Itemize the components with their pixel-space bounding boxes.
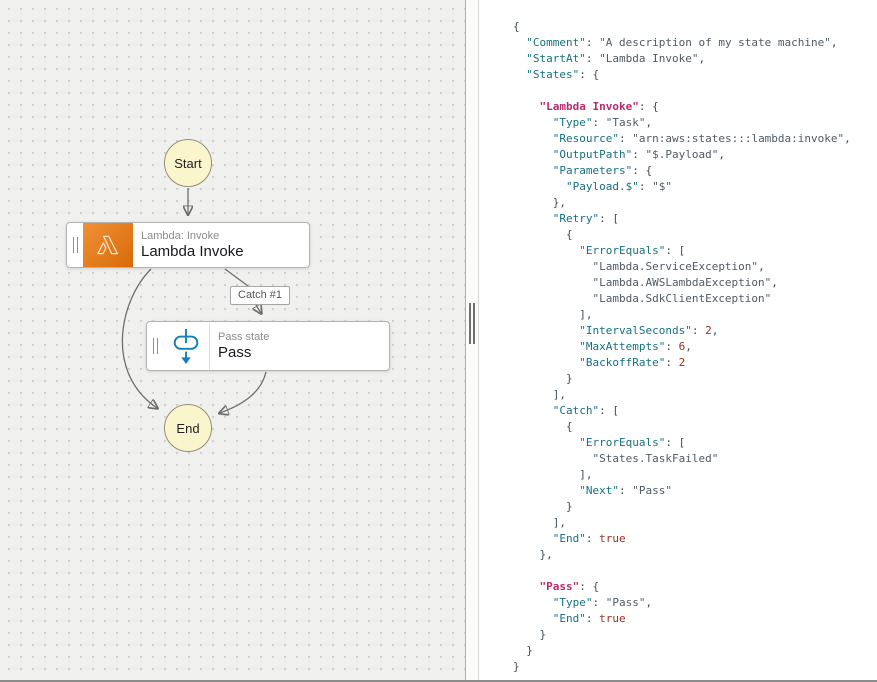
workflow-canvas[interactable]: Start Lambda: Invoke Lambda Invoke Catch… [0,0,466,680]
grip-icon [72,237,78,253]
lambda-node-type-label: Lambda: Invoke [141,230,220,242]
lambda-service-icon [83,223,133,267]
edge-catch-label-to-pass [256,305,261,313]
end-node: End [164,404,212,452]
panel-gutter [466,0,479,680]
end-node-label: End [176,420,200,436]
node-drag-handle[interactable] [67,223,83,267]
catch-edge-label: Catch #1 [230,286,291,305]
start-node: Start [164,139,212,187]
edge-pass-to-end [220,371,267,413]
grip-icon [152,338,158,354]
catch-edge-label-text: Catch #1 [238,289,283,301]
node-drag-handle[interactable] [147,322,163,370]
lambda-node-name: Lambda Invoke [141,243,244,260]
pass-state-icon [163,322,210,370]
pass-node-name: Pass [218,344,252,361]
pass-node-type-label: Pass state [218,331,270,343]
start-node-label: Start [174,155,202,171]
edge-lambda-to-catch-label [224,268,249,287]
lambda-invoke-node[interactable]: Lambda: Invoke Lambda Invoke [66,222,310,268]
code-block: { "Comment": "A description of my state … [513,20,851,673]
panel-resize-handle[interactable] [469,303,475,344]
pass-node[interactable]: Pass state Pass [146,321,390,371]
definition-code-panel[interactable]: { "Comment": "A description of my state … [479,0,877,680]
